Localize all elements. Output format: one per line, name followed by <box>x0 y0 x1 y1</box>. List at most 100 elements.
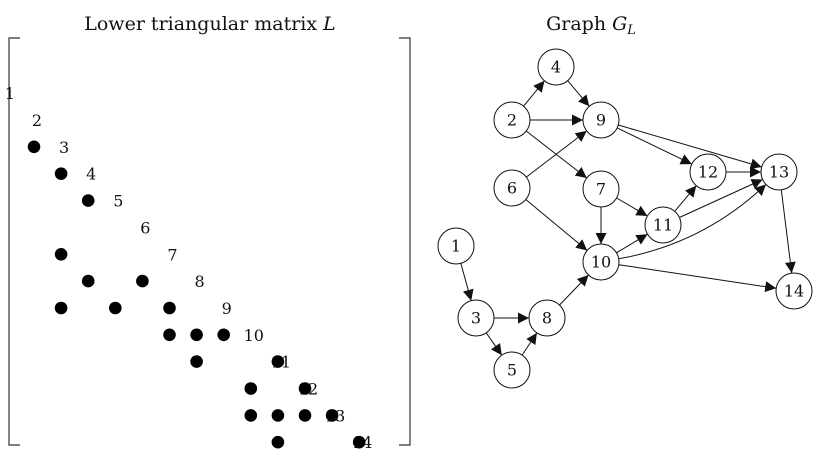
graph-node: 9 <box>582 101 620 139</box>
node-label: 14 <box>784 282 804 301</box>
node-circle <box>775 272 813 310</box>
graph-edge <box>616 233 648 254</box>
diagonal-label: 9 <box>222 299 232 318</box>
graph-edge <box>618 264 777 293</box>
graph-node: 10 <box>582 243 620 281</box>
nonzero-dot <box>54 248 68 261</box>
graph-title-sub: L <box>626 23 636 38</box>
node-circle <box>689 153 727 191</box>
nonzero-dot <box>136 274 149 288</box>
node-label: 10 <box>591 253 611 272</box>
graph-edge <box>525 199 588 251</box>
graph-node: 6 <box>493 169 531 207</box>
right-bracket <box>399 37 411 446</box>
nonzero-dot <box>54 301 68 315</box>
node-circle <box>528 299 566 337</box>
nonzero-dot <box>81 194 95 207</box>
graph-edge <box>567 80 590 107</box>
graph-edge <box>618 184 767 260</box>
graph-node: 3 <box>457 299 495 337</box>
graph-edge <box>485 332 503 356</box>
nonzero-dot <box>244 382 258 395</box>
diagonal-label: 6 <box>140 218 150 237</box>
graph-title: Graph GL <box>546 13 636 38</box>
left-bracket <box>8 37 20 446</box>
node-label: 9 <box>596 111 606 130</box>
node-circle <box>582 170 620 208</box>
graph-edge <box>679 179 763 218</box>
nonzero-dot <box>244 409 258 422</box>
node-label: 7 <box>596 180 606 199</box>
diagonal-label: 8 <box>195 272 205 291</box>
nonzero-dot <box>27 140 41 154</box>
diagonal-label: 2 <box>32 111 42 130</box>
graph-node: 2 <box>493 101 531 139</box>
matrix-title-prefix: Lower triangular matrix <box>84 13 323 35</box>
graph-title-prefix: Graph <box>546 13 612 35</box>
nonzero-dot <box>163 301 176 315</box>
diagonal-label: 3 <box>59 138 69 157</box>
node-label: 6 <box>507 179 517 198</box>
graph-edge <box>618 124 762 170</box>
graph-node: 5 <box>493 351 531 389</box>
graph-node: 8 <box>528 299 566 337</box>
graph-node: 1 <box>437 227 475 265</box>
node-circle <box>537 48 575 86</box>
graph-title-var: G <box>612 13 627 35</box>
node-label: 4 <box>551 58 561 77</box>
nonzero-dot <box>54 167 68 180</box>
graph-node: 12 <box>689 153 727 191</box>
graph-node: 7 <box>582 170 620 208</box>
nonzero-dot <box>298 382 312 395</box>
nonzero-dot <box>271 355 285 368</box>
matrix-panel: Lower triangular matrix L 12345678910111… <box>5 13 411 452</box>
nonzero-dot <box>190 355 203 368</box>
node-label: 12 <box>698 163 718 182</box>
graph-node: 11 <box>644 206 682 244</box>
node-circle <box>582 243 620 281</box>
nonzero-dot <box>298 409 312 422</box>
nonzero-dot <box>81 274 95 288</box>
node-circle <box>582 101 620 139</box>
diagonal-label: 4 <box>86 165 96 184</box>
nonzero-dot <box>163 328 176 342</box>
diagonal-label: 1 <box>5 84 15 103</box>
graph-node: 13 <box>760 153 798 191</box>
node-label: 13 <box>769 163 789 182</box>
nonzero-dot <box>190 328 203 342</box>
matrix-title: Lower triangular matrix L <box>84 13 336 35</box>
graph-edge <box>616 197 648 217</box>
nonzero-dot <box>271 435 285 449</box>
graph-node: 14 <box>775 272 813 310</box>
node-label: 3 <box>471 309 481 328</box>
node-label: 2 <box>507 111 517 130</box>
nonzero-entries <box>27 140 366 449</box>
graph-edges <box>460 80 796 356</box>
node-circle <box>493 169 531 207</box>
nonzero-dot <box>271 409 285 422</box>
node-label: 8 <box>542 309 552 328</box>
node-circle <box>493 351 531 389</box>
nonzero-dot <box>109 301 122 315</box>
node-circle <box>760 153 798 191</box>
matrix-title-var: L <box>322 13 336 35</box>
graph-edge <box>521 332 538 356</box>
graph-edge <box>780 189 796 274</box>
nonzero-dot <box>352 435 366 449</box>
graph-edge <box>523 80 545 107</box>
graph-edge <box>525 130 588 178</box>
diagonal-label: 10 <box>244 326 264 345</box>
node-label: 5 <box>507 361 517 380</box>
graph-edge <box>616 127 693 165</box>
diagonal-label: 7 <box>167 245 177 264</box>
graph-edge <box>460 263 474 301</box>
graph-node: 4 <box>537 48 575 86</box>
node-label: 11 <box>653 216 673 235</box>
node-circle <box>493 101 531 139</box>
nonzero-dot <box>325 409 339 422</box>
